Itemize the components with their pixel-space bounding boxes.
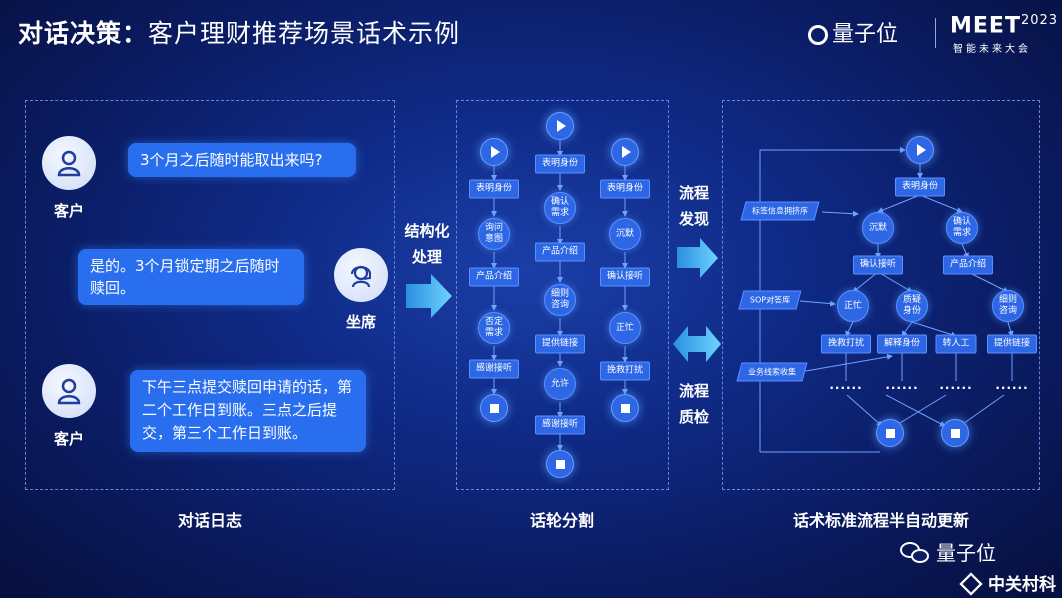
turn-node: 产品介绍	[534, 242, 586, 262]
turn-node: 挽救打扰	[599, 361, 651, 381]
flow-node: 质疑身份	[896, 290, 928, 322]
speaker-customer-2: 客户	[53, 430, 84, 448]
speaker-agent: 坐席	[345, 313, 376, 331]
chat-bubble-2: 是的。3个月锁定期之后随时赎回。	[78, 249, 304, 305]
turn-node: 沉默	[609, 218, 641, 250]
end-icon	[876, 419, 904, 447]
discover-arrow-icon	[677, 238, 718, 278]
turn-node: 表明身份	[468, 179, 520, 199]
chat-bubble-1: 3个月之后随时能取出来吗?	[128, 143, 356, 177]
wechat-icon	[900, 542, 930, 564]
flow-node: 提供链接	[986, 334, 1038, 354]
chat-bubble-3: 下午三点提交赎回申请的话，第二个工作日到账。三点之后提交，第三个工作日到账。	[130, 370, 366, 452]
wechat-watermark: 量子位	[900, 537, 996, 566]
customer-avatar-2	[42, 364, 96, 418]
turn-node: 确认接听	[599, 267, 651, 287]
meet-logo: MEET2023	[950, 13, 1059, 39]
turn-node: 允许	[544, 368, 576, 400]
start-icon	[546, 112, 574, 140]
ellipsis: ......	[995, 378, 1029, 392]
start-icon	[480, 138, 508, 166]
user-icon	[57, 378, 81, 405]
zgc-logo-icon	[959, 572, 983, 596]
caption-flow-update: 话术标准流程半自动更新	[792, 511, 969, 530]
turn-node: 提供链接	[534, 334, 586, 354]
brand-logo: 量子位	[808, 16, 898, 48]
flow-node: 解释身份	[876, 334, 928, 354]
flow-node: 确认接听	[852, 255, 904, 275]
turn-node: 否定需求	[478, 312, 510, 344]
dialog-log-panel	[25, 100, 395, 490]
turn-node: 表明身份	[534, 154, 586, 174]
end-icon	[480, 394, 508, 422]
flow-node: 细则咨询	[992, 290, 1024, 322]
turn-split-panel	[456, 100, 669, 490]
flow-node: 沉默	[862, 212, 894, 244]
headset-icon	[350, 265, 372, 288]
caption-dialog-log: 对话日志	[177, 511, 242, 530]
page-title: 对话决策：客户理财推荐场景话术示例	[18, 19, 461, 48]
end-icon	[546, 450, 574, 478]
logo-divider	[935, 18, 936, 48]
q-logo-icon	[808, 25, 828, 45]
flow-update-panel	[722, 100, 1040, 490]
flow-node: 表明身份	[894, 177, 946, 197]
caption-turn-split: 话轮分割	[529, 511, 594, 530]
qc-label: 流程质检	[678, 382, 709, 426]
turn-node: 确认需求	[544, 192, 576, 224]
customer-avatar	[42, 136, 96, 190]
speaker-customer-1: 客户	[53, 202, 84, 220]
agent-avatar	[334, 248, 388, 302]
ellipsis: ......	[885, 378, 919, 392]
flow-node: 产品介绍	[942, 255, 994, 275]
turn-node: 正忙	[609, 312, 641, 344]
flow-node: 转人工	[935, 334, 977, 354]
start-icon	[611, 138, 639, 166]
turn-node: 细则咨询	[544, 284, 576, 316]
flow-node: 挽救打扰	[820, 334, 872, 354]
side-tag: 标签信息拥挤序	[740, 201, 820, 221]
structure-arrow-icon	[406, 274, 452, 318]
start-icon	[906, 136, 934, 164]
ellipsis: ......	[829, 378, 863, 392]
end-icon	[611, 394, 639, 422]
flow-node: 正忙	[837, 290, 869, 322]
side-tag: 业务线索收集	[736, 362, 808, 382]
turn-node: 感谢接听	[468, 359, 520, 379]
user-icon	[57, 150, 81, 177]
end-icon	[941, 419, 969, 447]
zgc-watermark: 中关村科	[959, 570, 1056, 596]
structure-label: 结构化处理	[404, 222, 450, 266]
turn-node: 询问意图	[478, 218, 510, 250]
turn-node: 表明身份	[599, 179, 651, 199]
flow-node: 确认需求	[946, 212, 978, 244]
side-tag: SOP对答库	[738, 290, 802, 310]
ellipsis: ......	[939, 378, 973, 392]
qc-double-arrow-icon	[673, 326, 721, 362]
discover-label: 流程发现	[678, 184, 709, 228]
turn-node: 感谢接听	[534, 415, 586, 435]
meet-subtitle: 智能未来大会	[953, 44, 1031, 55]
turn-node: 产品介绍	[468, 267, 520, 287]
